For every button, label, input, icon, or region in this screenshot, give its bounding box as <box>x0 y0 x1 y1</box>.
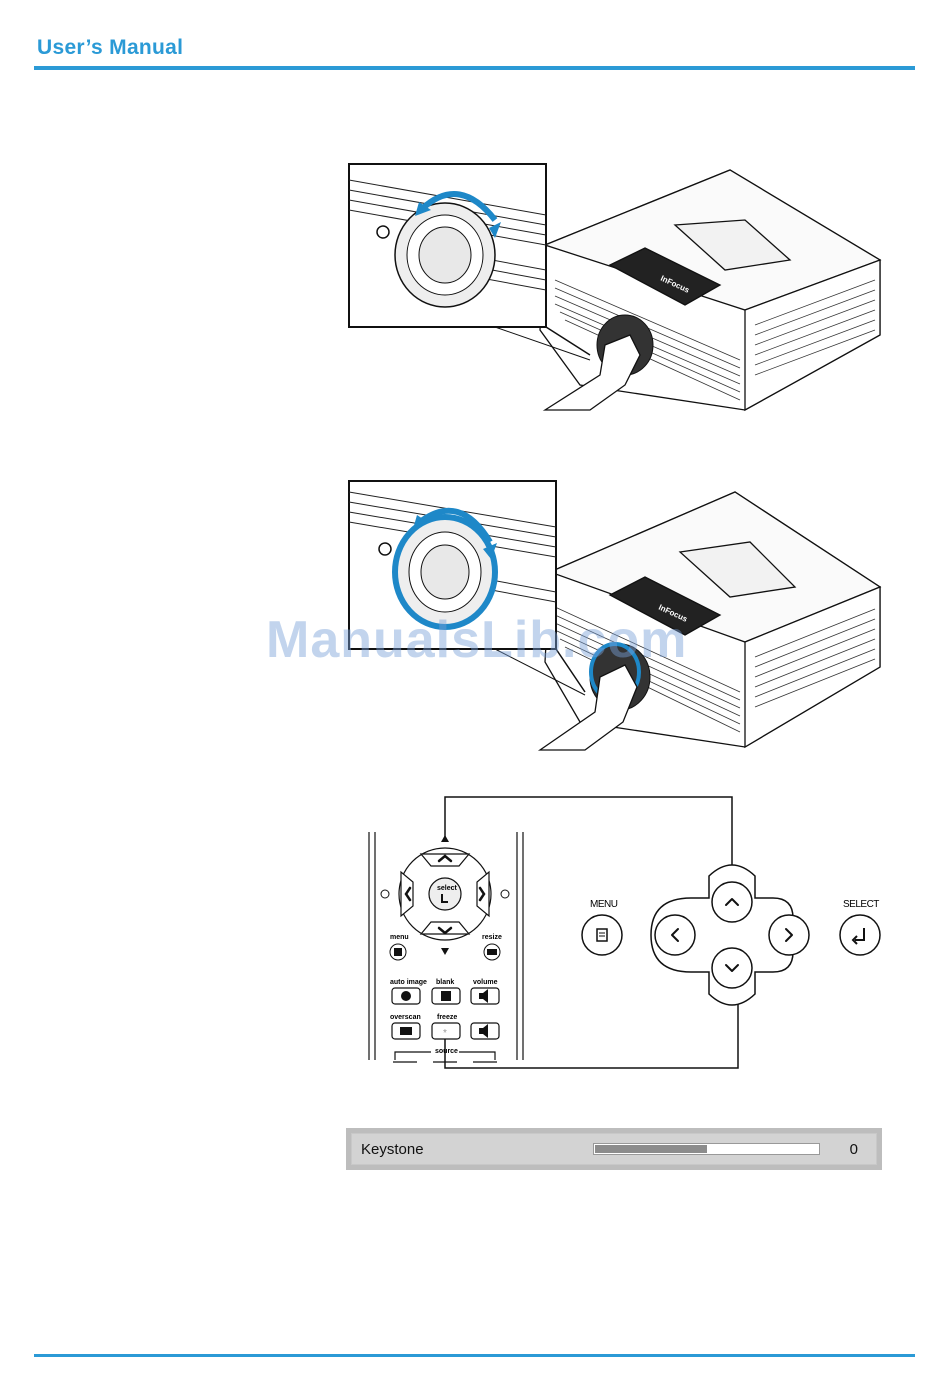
projector-body <box>540 170 880 410</box>
keypad-down-button[interactable] <box>712 948 752 988</box>
remote-menu-label: menu <box>390 934 409 941</box>
remote-mouse-left-icon <box>381 890 389 898</box>
remote-page-up-icon <box>441 835 449 842</box>
header-rule <box>34 66 915 70</box>
remote-dpad <box>399 848 491 940</box>
keypad-menu-label: MENU <box>590 899 618 910</box>
keystone-slider[interactable] <box>593 1143 820 1155</box>
manual-title: User’s Manual <box>37 36 183 60</box>
watermark: ManualsLib.com <box>266 610 687 670</box>
remote-freeze-label: freeze <box>437 1014 457 1021</box>
blank-icon <box>441 991 451 1001</box>
remote-resize-label: resize <box>482 934 502 941</box>
remote-auto-image-label: auto image <box>390 979 427 986</box>
keypad-up-button[interactable] <box>712 882 752 922</box>
remote-overscan-label: overscan <box>390 1014 421 1021</box>
remote-volume-label: volume <box>473 979 498 986</box>
remote-mouse-right-icon <box>501 890 509 898</box>
freeze-icon: * <box>443 1028 447 1039</box>
keystone-osd: Keystone 0 <box>346 1128 882 1170</box>
remote-source-label: source <box>435 1048 458 1055</box>
keypad-select-label: SELECT <box>843 899 879 910</box>
menu-icon <box>597 929 607 941</box>
projector-zoom-figure: InFocus <box>345 160 885 415</box>
remote-page-down-icon <box>441 948 449 955</box>
remote-blank-label: blank <box>436 979 454 986</box>
keystone-slider-fill <box>595 1145 707 1153</box>
auto-image-icon <box>401 991 411 1001</box>
footer-rule <box>34 1354 915 1357</box>
keystone-value: 0 <box>850 1141 858 1158</box>
keypad-select-button[interactable] <box>840 915 880 955</box>
keystone-label: Keystone <box>361 1141 424 1158</box>
keypad-left-button[interactable] <box>655 915 695 955</box>
overscan-icon <box>400 1027 412 1035</box>
keypad-right-button[interactable] <box>769 915 809 955</box>
remote-select-label: select <box>437 885 458 892</box>
remote-keypad-figure: select menu resize auto image blank volu… <box>355 790 895 1080</box>
